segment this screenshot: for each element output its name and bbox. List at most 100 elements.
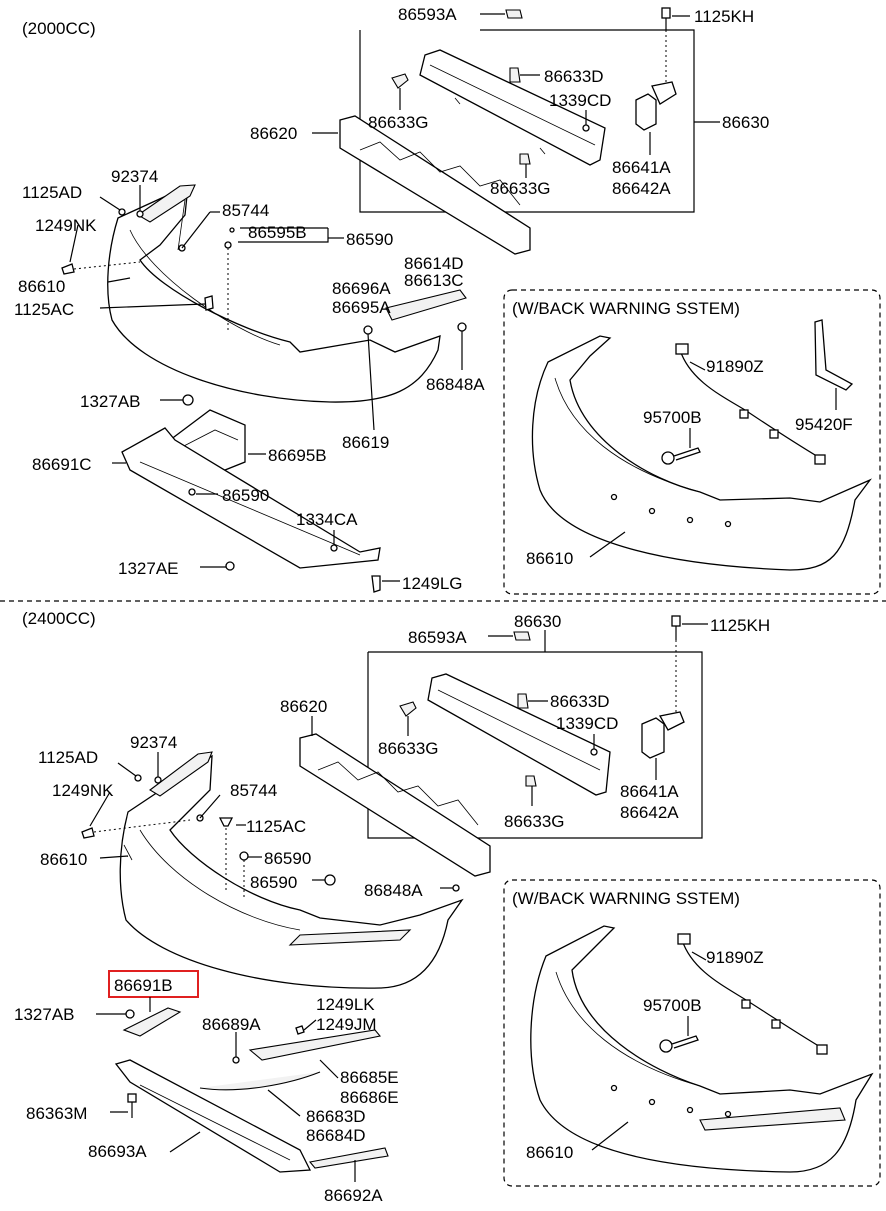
- bracket-95420f-top: [814, 319, 854, 391]
- label-1327ae: 1327AE: [118, 559, 179, 578]
- label-86693a: 86693A: [88, 1142, 147, 1161]
- bracket-92374: [136, 184, 196, 223]
- bracket-86641a: [635, 81, 677, 131]
- label-86641a: 86641A: [612, 158, 671, 177]
- label-86620-2: 86620: [280, 697, 327, 716]
- section-title-2400cc: (2400CC): [22, 609, 96, 628]
- label-86595b: 86595B: [248, 223, 307, 242]
- label-1125ad-2: 1125AD: [38, 748, 98, 767]
- labels-bottom: 86630 86593A 1125KH 86620 86633D 1339CD …: [14, 612, 770, 1205]
- label-1334ca: 1334CA: [296, 510, 358, 529]
- label-86613c: 86613C: [404, 271, 464, 290]
- label-86642a: 86642A: [612, 179, 671, 198]
- label-86692a: 86692A: [324, 1186, 383, 1205]
- label-1249nk-2: 1249NK: [52, 781, 114, 800]
- highlight-box-86691b: [108, 970, 199, 998]
- label-1249nk: 1249NK: [35, 216, 97, 235]
- label-86590-b-2: 86590: [250, 873, 297, 892]
- label-91890z-bottom: 91890Z: [706, 948, 764, 967]
- label-86691b-highlighted: 86691B: [114, 976, 173, 995]
- label-86630: 86630: [722, 113, 769, 132]
- label-1327ab: 1327AB: [80, 392, 141, 411]
- label-86633d: 86633D: [544, 67, 604, 86]
- wiring-harness-91890z-top: [675, 343, 826, 465]
- label-86685e: 86685E: [340, 1068, 399, 1087]
- label-86633d-2: 86633D: [550, 692, 610, 711]
- label-1339cd-2: 1339CD: [556, 714, 618, 733]
- bumper-cover-86610-2: [119, 754, 464, 989]
- bumper-cover-86610: [107, 184, 441, 403]
- label-1125ac: 1125AC: [14, 300, 74, 319]
- bracket-92374-2: [149, 751, 213, 797]
- lower-garnish-86685e: [248, 1029, 382, 1061]
- bracket-86641a-2: [641, 711, 685, 759]
- garnish-86614d: [385, 289, 467, 321]
- label-86614d: 86614D: [404, 254, 464, 273]
- label-86633g-a-2: 86633G: [378, 739, 439, 758]
- label-86619: 86619: [342, 433, 389, 452]
- bumper-with-sensors-top: [531, 335, 873, 571]
- label-86848a: 86848A: [426, 375, 485, 394]
- label-92374-2: 92374: [130, 733, 177, 752]
- rear-beam-86630: [419, 49, 606, 166]
- label-86695b: 86695B: [268, 446, 327, 465]
- label-86633g-b: 86633G: [490, 179, 551, 198]
- label-86689a: 86689A: [202, 1015, 261, 1034]
- label-86363m: 86363M: [26, 1104, 87, 1123]
- clip-86593a-2: [513, 631, 531, 641]
- label-1249lg: 1249LG: [402, 574, 463, 593]
- sensor-95700b-bottom: [659, 1035, 699, 1053]
- label-86593a-2: 86593A: [408, 628, 467, 647]
- energy-absorber-86620: [339, 115, 531, 255]
- bolt-1125kh-2: [671, 615, 681, 715]
- rear-beam-86630-2: [427, 673, 611, 796]
- section-title-2000cc: (2000CC): [22, 19, 96, 38]
- label-1125kh: 1125KH: [694, 7, 754, 26]
- label-1249lk: 1249LK: [316, 995, 375, 1014]
- label-91890z-top: 91890Z: [706, 357, 764, 376]
- wiring-harness-91890z-bottom: [677, 933, 828, 1055]
- label-86684d: 86684D: [306, 1126, 366, 1145]
- diffuser-86691c: [121, 427, 381, 569]
- label-1125kh-2: 1125KH: [710, 616, 770, 635]
- labels-top: 86593A 1125KH 86633D 1339CD 86633G 86620…: [14, 5, 769, 593]
- label-1327ab-2: 1327AB: [14, 1005, 75, 1024]
- label-86848a-2: 86848A: [364, 881, 423, 900]
- label-85744: 85744: [222, 201, 269, 220]
- label-86695a: 86695A: [332, 298, 391, 317]
- label-86610-2: 86610: [40, 850, 87, 869]
- label-92374: 92374: [111, 167, 158, 186]
- bumper-with-sensors-bottom: [530, 925, 874, 1173]
- label-1249jm: 1249JM: [316, 1015, 376, 1034]
- label-86633g-b-2: 86633G: [504, 812, 565, 831]
- label-86610-warning-top: 86610: [526, 549, 573, 568]
- label-86590-a: 86590: [346, 230, 393, 249]
- label-86630-2: 86630: [514, 612, 561, 631]
- label-1339cd: 1339CD: [549, 91, 611, 110]
- bracket-86691b: [122, 1007, 182, 1037]
- label-1125ac-2: 1125AC: [246, 817, 306, 836]
- warning-system-box-top: [503, 289, 881, 595]
- label-86633g-a: 86633G: [368, 113, 429, 132]
- nut-86848a: [457, 322, 467, 332]
- label-86696a: 86696A: [332, 279, 391, 298]
- label-86641a-2: 86641A: [620, 782, 679, 801]
- diffuser-86693a: [114, 1059, 312, 1173]
- label-95700b-bottom: 95700B: [643, 996, 702, 1015]
- label-86593a: 86593A: [398, 5, 457, 24]
- label-95420f-top: 95420F: [795, 415, 853, 434]
- label-86686e: 86686E: [340, 1088, 399, 1107]
- label-86590-b: 86590: [222, 486, 269, 505]
- bolt-86363m: [127, 1093, 137, 1118]
- label-95700b-top: 95700B: [643, 408, 702, 427]
- molding-86683d: [199, 1071, 321, 1091]
- energy-absorber-86620-2: [299, 733, 491, 877]
- bolt-1125kh: [661, 7, 671, 85]
- label-86642a-2: 86642A: [620, 803, 679, 822]
- label-86610-warning-bottom: 86610: [526, 1143, 573, 1162]
- trim-86692a: [308, 1147, 389, 1169]
- label-86683d: 86683D: [306, 1107, 366, 1126]
- label-86610: 86610: [18, 277, 65, 296]
